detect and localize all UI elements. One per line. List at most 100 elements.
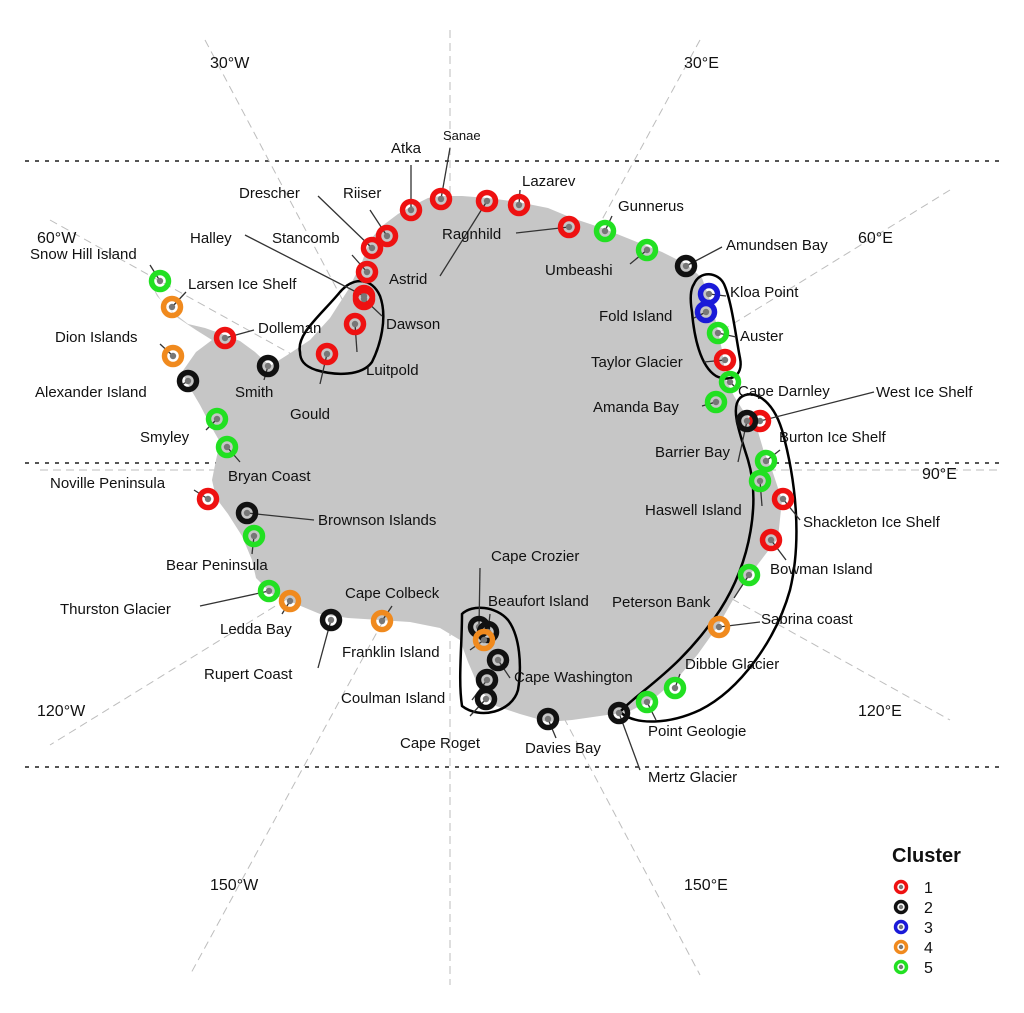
- station-marker-haswell-island: [748, 469, 772, 493]
- station-markers: [148, 187, 795, 731]
- station-label-cape-crozier: Cape Crozier: [491, 548, 579, 565]
- leader-astrid: [439, 200, 488, 277]
- legend-label-4: 4: [924, 940, 933, 957]
- station-label-ragnhild: Ragnhild: [442, 226, 501, 243]
- longitude-label-120-w: 120°W: [37, 703, 86, 720]
- station-marker-amanda-bay: [704, 390, 728, 414]
- station-label-shackleton-ice-shelf: Shackleton Ice Shelf: [803, 514, 941, 531]
- meridian-line: [204, 39, 701, 976]
- station-marker-coulman-island: [475, 668, 499, 692]
- station-label-cape-darnley: Cape Darnley: [738, 383, 830, 400]
- meridian-line: [49, 189, 951, 746]
- leader-luitpold: [354, 323, 358, 353]
- graticule: [25, 30, 1000, 985]
- legend-label-1: 1: [924, 880, 933, 897]
- station-marker-shackleton-ice-shelf: [771, 487, 795, 511]
- station-marker-barrier-bay: [735, 409, 759, 433]
- station-label-gould: Gould: [290, 406, 330, 423]
- station-label-burton-ice-shelf: Burton Ice Shelf: [779, 429, 887, 446]
- leader-haswell-island: [759, 480, 763, 507]
- station-marker-bowman-island: [759, 528, 783, 552]
- cluster-outline: [618, 393, 798, 723]
- station-label-sanae: Sanae: [443, 128, 481, 143]
- legend-label-2: 2: [924, 900, 933, 917]
- leader-thurston-glacier: [199, 590, 270, 607]
- station-label-larsen-ice-shelf: Larsen Ice Shelf: [188, 276, 297, 293]
- station-label-west-ice-shelf: West Ice Shelf: [876, 384, 973, 401]
- station-marker-lazarev: [507, 193, 531, 217]
- station-label-dawson: Dawson: [386, 316, 440, 333]
- station-marker-taylor-glacier: [713, 348, 737, 372]
- station-label-bear-peninsula: Bear Peninsula: [166, 557, 268, 574]
- longitude-label-120-e: 120°E: [858, 703, 902, 720]
- station-label-fold-island: Fold Island: [599, 308, 672, 325]
- station-label-kloa-point: Kloa Point: [730, 284, 799, 301]
- station-label-cape-washington: Cape Washington: [514, 669, 633, 686]
- station-marker-burton-ice-shelf: [754, 449, 778, 473]
- longitude-label-60-w: 60°W: [37, 230, 77, 247]
- station-marker-cape-darnley: [718, 370, 742, 394]
- legend-title: Cluster: [892, 845, 961, 867]
- station-marker-cape-washington: [486, 648, 510, 672]
- station-label-luitpold: Luitpold: [366, 362, 419, 379]
- station-label-bryan-coast: Bryan Coast: [228, 468, 311, 485]
- station-label-dolleman: Dolleman: [258, 320, 321, 337]
- station-label-auster: Auster: [740, 328, 783, 345]
- leader-drescher: [317, 195, 373, 249]
- station-marker-stancomb: [355, 260, 379, 284]
- station-marker-alexander-island: [176, 369, 200, 393]
- station-label-amundsen-bay: Amundsen Bay: [726, 237, 828, 254]
- station-marker-west-ice-shelf: [748, 409, 772, 433]
- station-marker-snow-hill-island: [148, 269, 172, 293]
- station-label-barrier-bay: Barrier Bay: [655, 444, 731, 461]
- longitude-label-30-e: 30°E: [684, 55, 719, 72]
- station-label-dibble-glacier: Dibble Glacier: [685, 656, 779, 673]
- station-label-bowman-island: Bowman Island: [770, 561, 873, 578]
- leader-dolleman: [224, 329, 255, 339]
- leader-gould: [319, 353, 328, 385]
- station-marker-larsen-ice-shelf: [160, 295, 184, 319]
- station-marker-thurston-glacier: [257, 579, 281, 603]
- leader-west-ice-shelf: [759, 391, 875, 422]
- longitude-label-90-e: 90°E: [922, 466, 957, 483]
- station-label-davies-bay: Davies Bay: [525, 740, 601, 757]
- station-label-atka: Atka: [391, 140, 422, 157]
- station-marker-dibble-glacier: [663, 676, 687, 700]
- leader-halley: [244, 234, 365, 297]
- leader-stancomb: [351, 254, 368, 273]
- cluster-outline: [298, 280, 385, 375]
- station-marker-atka: [399, 198, 423, 222]
- cluster-outline: [458, 606, 522, 715]
- station-label-coulman-island: Coulman Island: [341, 690, 445, 707]
- station-label-smyley: Smyley: [140, 429, 190, 446]
- station-marker-ragnhild: [557, 215, 581, 239]
- station-marker-cape-roget: [474, 687, 498, 711]
- station-marker-amundsen-bay: [674, 254, 698, 278]
- station-marker-franklin-island: [472, 628, 496, 652]
- station-marker-dolleman: [213, 326, 237, 350]
- station-label-stancomb: Stancomb: [272, 230, 340, 247]
- station-marker-smyley: [205, 407, 229, 431]
- station-marker-bear-peninsula: [242, 524, 266, 548]
- station-marker-noville-peninsula: [196, 487, 220, 511]
- station-label-thurston-glacier: Thurston Glacier: [60, 601, 171, 618]
- station-marker-sanae: [429, 187, 453, 211]
- legend-item-5: 5: [893, 959, 933, 977]
- longitude-label-30-w: 30°W: [210, 55, 250, 72]
- legend-item-2: 2: [893, 899, 933, 917]
- station-label-cape-roget: Cape Roget: [400, 735, 481, 752]
- station-marker-umbeashi: [635, 238, 659, 262]
- station-marker-dawson: [352, 287, 376, 311]
- station-label-beaufort-island: Beaufort Island: [488, 593, 589, 610]
- longitude-label-60-e: 60°E: [858, 230, 893, 247]
- station-marker-davies-bay: [536, 707, 560, 731]
- station-label-mertz-glacier: Mertz Glacier: [648, 769, 737, 786]
- station-label-halley: Halley: [190, 230, 232, 247]
- station-marker-kloa-point: [697, 282, 721, 306]
- leader-cape-roget: [469, 698, 487, 717]
- station-marker-rupert-coast: [319, 608, 343, 632]
